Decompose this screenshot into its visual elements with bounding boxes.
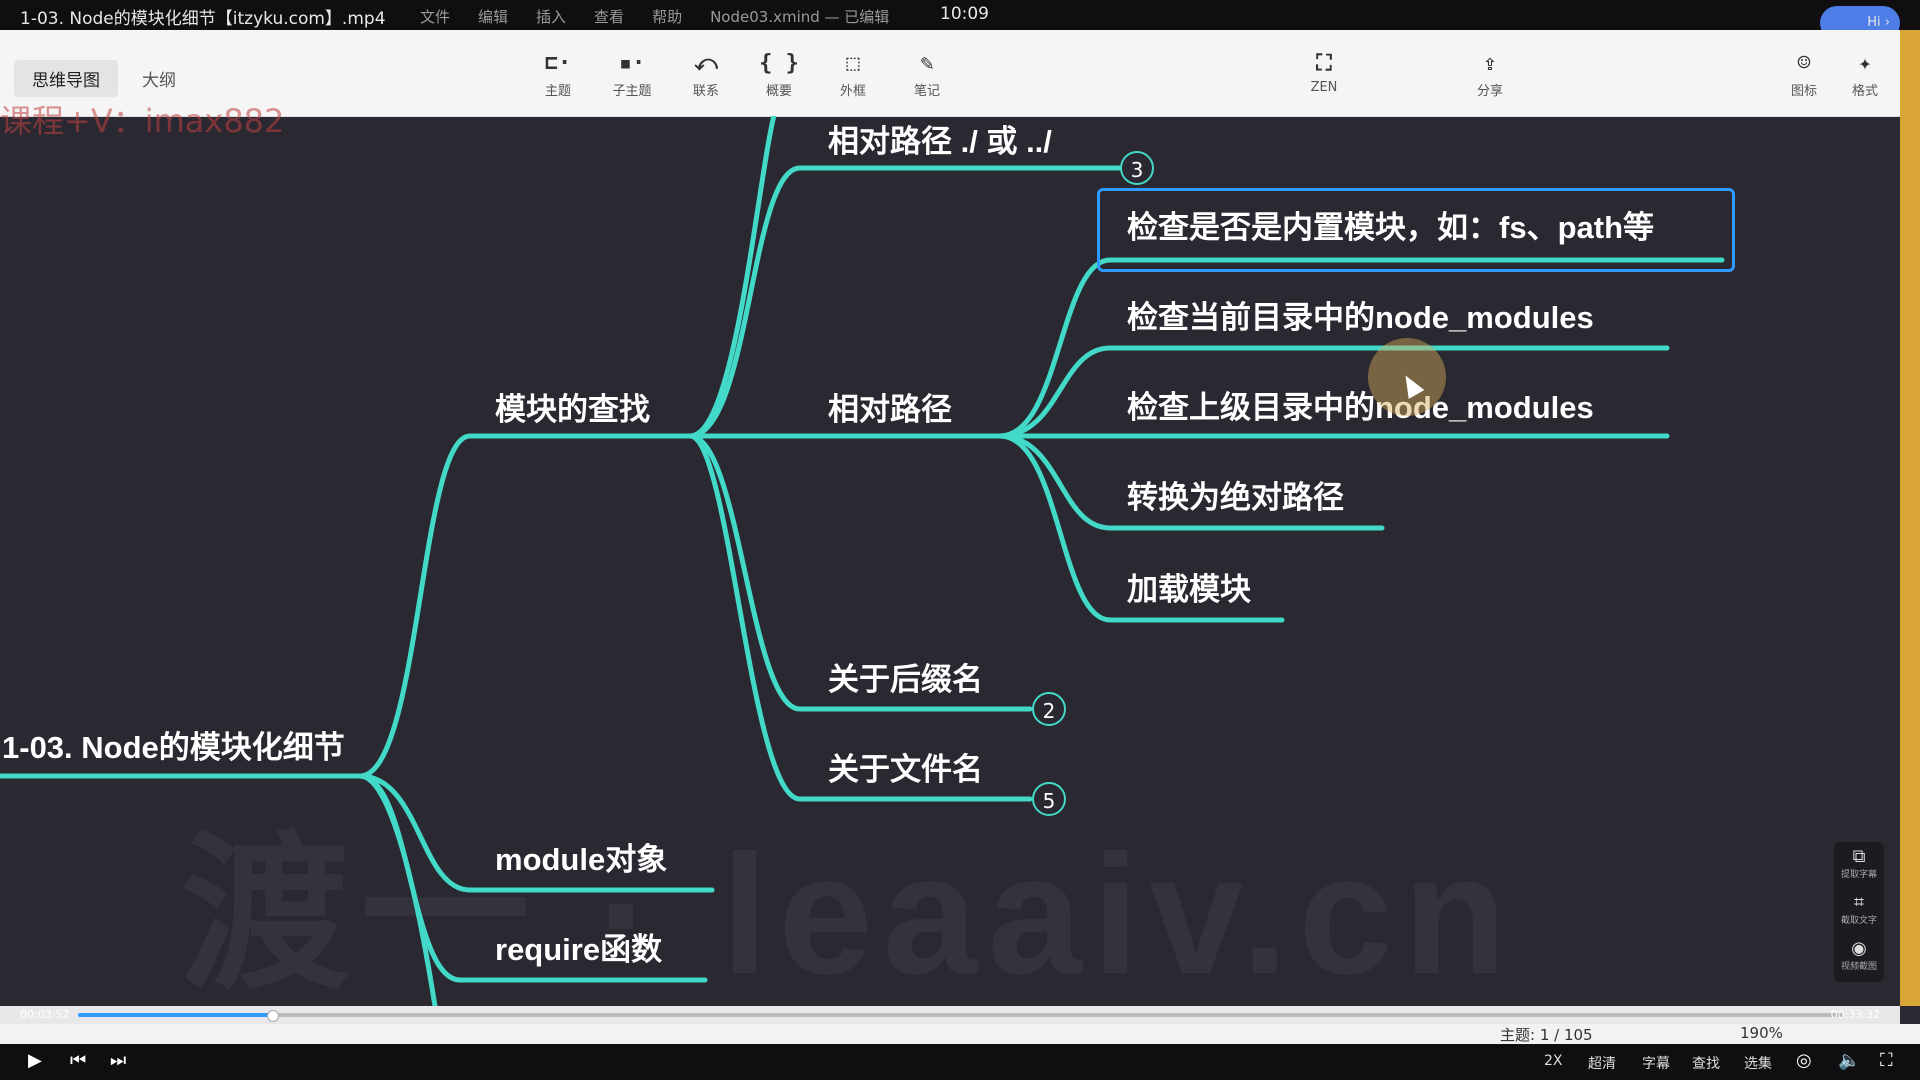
side-edge bbox=[1900, 30, 1920, 1006]
fullscreen-icon[interactable]: ⛶ bbox=[1880, 1050, 1893, 1071]
selection-frame bbox=[1097, 188, 1735, 272]
topic-check-parent-node-modules[interactable]: 检查上级目录中的node_modules bbox=[1127, 390, 1594, 425]
subtopic-button[interactable]: ▪·子主题 bbox=[602, 50, 662, 99]
share-button[interactable]: ⇪分享 bbox=[1460, 50, 1520, 99]
view-tabs: 思维导图 大纲 bbox=[14, 60, 194, 97]
topic-icon: ⊏· bbox=[544, 51, 572, 76]
collapsed-count-badge[interactable]: 2 bbox=[1032, 692, 1066, 726]
volume-icon[interactable]: 🔈 bbox=[1838, 1050, 1861, 1071]
speed-button[interactable]: 2X bbox=[1544, 1053, 1563, 1069]
tab-mindmap[interactable]: 思维导图 bbox=[14, 60, 118, 97]
extract-subtitle-button[interactable]: ⧉提取字幕 bbox=[1834, 842, 1884, 888]
topic-load-module[interactable]: 加载模块 bbox=[1127, 572, 1251, 607]
share-icon: ⇪ bbox=[1483, 51, 1497, 76]
menu-item[interactable]: 查看 bbox=[594, 8, 625, 26]
summary-button[interactable]: { }概要 bbox=[749, 50, 809, 99]
topic-check-builtin[interactable]: 检查是否是内置模块，如：fs、path等 bbox=[1127, 210, 1654, 245]
boundary-icon: ⬚ bbox=[846, 51, 860, 76]
topic-button[interactable]: ⊏·主题 bbox=[528, 50, 588, 99]
camera-icon: ◉ bbox=[1851, 938, 1867, 959]
clock: 10:09 bbox=[940, 4, 989, 24]
progress-track[interactable] bbox=[78, 1013, 1843, 1017]
brush-icon: ✦ bbox=[1858, 51, 1872, 76]
summary-icon: { } bbox=[759, 51, 799, 76]
boundary-button[interactable]: ⬚外框 bbox=[823, 50, 883, 99]
play-icon[interactable]: ▶ bbox=[28, 1050, 42, 1071]
next-icon[interactable]: ⏭ bbox=[110, 1050, 127, 1071]
subtitle-icon: ⧉ bbox=[1852, 846, 1866, 867]
total-time: 00:33:32 bbox=[1830, 1008, 1880, 1021]
subtopic-icon: ▪· bbox=[618, 51, 646, 76]
topic-relative-path[interactable]: 相对路径 bbox=[828, 392, 952, 427]
topic-require-function[interactable]: require函数 bbox=[495, 932, 663, 967]
root-topic[interactable]: 1-03. Node的模块化细节 bbox=[2, 730, 345, 765]
xmind-toolbar: 思维导图 大纲 ⊏·主题 ▪·子主题 ⤺联系 { }概要 ⬚外框 ✎笔记 ⛶ZE… bbox=[0, 30, 1900, 117]
collapsed-count-badge[interactable]: 5 bbox=[1032, 782, 1066, 816]
note-button[interactable]: ✎笔记 bbox=[897, 50, 957, 99]
topic-about-suffix[interactable]: 关于后缀名 bbox=[828, 662, 983, 697]
smiley-icon: ☺ bbox=[1797, 51, 1811, 76]
search-button[interactable]: 查找 bbox=[1692, 1056, 1720, 1072]
app-menu: 文件 编辑 插入 查看 帮助 Node03.xmind — 已编辑 bbox=[420, 6, 917, 27]
current-time: 00:03:52 bbox=[20, 1008, 70, 1021]
zen-button[interactable]: ⛶ZEN bbox=[1294, 50, 1354, 95]
player-controls: ▶ ⏮ ⏭ 2X 超清 字幕 查找 选集 ◎ 🔈 ⛶ bbox=[0, 1044, 1920, 1080]
mindmap-canvas[interactable]: 渡一 · leaaiv.cn bbox=[0, 116, 1900, 1006]
topic-check-current-node-modules[interactable]: 检查当前目录中的node_modules bbox=[1127, 300, 1594, 335]
menu-item[interactable]: 编辑 bbox=[478, 8, 509, 26]
scan-text-icon: ⌗ bbox=[1853, 892, 1865, 913]
screenshot-button[interactable]: ◉视频截图 bbox=[1834, 934, 1884, 980]
branch-lines bbox=[0, 116, 1725, 1006]
topic-about-filename[interactable]: 关于文件名 bbox=[828, 752, 983, 787]
progress-fill bbox=[78, 1013, 272, 1017]
zen-icon: ⛶ bbox=[1316, 51, 1332, 76]
video-tool-panel: ⧉提取字幕 ⌗截取文字 ◉视频截图 bbox=[1834, 842, 1884, 982]
subtitle-button[interactable]: 字幕 bbox=[1642, 1056, 1670, 1072]
progress-knob[interactable] bbox=[267, 1010, 279, 1022]
xmind-statusbar bbox=[0, 1024, 1920, 1044]
watermark-contact: 课程+V：imax882 bbox=[0, 102, 285, 140]
relationship-button[interactable]: ⤺联系 bbox=[676, 50, 736, 99]
topic-relative-path-dot[interactable]: 相对路径 ./ 或 ../ bbox=[828, 124, 1052, 159]
extract-text-button[interactable]: ⌗截取文字 bbox=[1834, 888, 1884, 934]
previous-icon[interactable]: ⏮ bbox=[70, 1050, 87, 1071]
settings-icon[interactable]: ◎ bbox=[1796, 1050, 1812, 1071]
zoom-level[interactable]: 190% bbox=[1740, 1024, 1783, 1042]
episodes-button[interactable]: 选集 bbox=[1744, 1056, 1772, 1072]
note-icon: ✎ bbox=[920, 51, 934, 76]
topic-module-object[interactable]: module对象 bbox=[495, 842, 668, 877]
topic-count: 主题: 1 / 105 bbox=[1500, 1026, 1593, 1044]
topic-to-absolute-path[interactable]: 转换为绝对路径 bbox=[1127, 480, 1344, 515]
quality-button[interactable]: 超清 bbox=[1588, 1056, 1616, 1072]
icon-panel-button[interactable]: ☺图标 bbox=[1774, 50, 1834, 99]
video-progress[interactable]: 00:03:52 00:33:32 bbox=[0, 1006, 1900, 1024]
menu-item[interactable]: Node03.xmind — 已编辑 bbox=[710, 8, 890, 26]
tab-outline[interactable]: 大纲 bbox=[142, 71, 176, 91]
format-panel-button[interactable]: ✦格式 bbox=[1835, 50, 1895, 99]
menu-item[interactable]: 文件 bbox=[420, 8, 451, 26]
menu-item[interactable]: 帮助 bbox=[652, 8, 683, 26]
video-title: 1-03. Node的模块化细节【itzyku.com】.mp4 bbox=[20, 9, 386, 29]
topic-module-lookup[interactable]: 模块的查找 bbox=[495, 392, 650, 427]
menu-item[interactable]: 插入 bbox=[536, 8, 567, 26]
title-bar: 1-03. Node的模块化细节【itzyku.com】.mp4 10:09 H… bbox=[0, 0, 1920, 40]
cursor-highlight bbox=[1368, 338, 1446, 416]
relationship-icon: ⤺ bbox=[694, 51, 718, 76]
collapsed-count-badge[interactable]: 3 bbox=[1120, 151, 1154, 185]
